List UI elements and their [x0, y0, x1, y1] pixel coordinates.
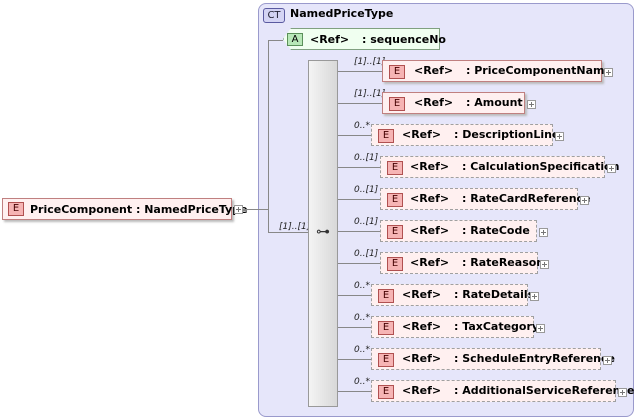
expand-icon[interactable] — [536, 324, 545, 333]
connector-line — [338, 103, 382, 104]
child-element[interactable] — [380, 156, 605, 178]
child-element[interactable] — [371, 348, 601, 370]
child-element[interactable] — [382, 92, 525, 114]
connector-line — [268, 40, 283, 41]
child-cardinality: 0..[1] — [354, 249, 379, 259]
expand-icon[interactable] — [539, 228, 548, 237]
child-cardinality: 0..[1] — [354, 185, 379, 195]
child-ref: <Ref> — [410, 256, 450, 269]
connector-line — [338, 199, 380, 200]
element-badge: E — [389, 97, 405, 111]
child-element[interactable] — [371, 284, 528, 306]
child-name: : TaxCategory — [454, 320, 540, 333]
connector-line — [338, 135, 371, 136]
child-ref: <Ref> — [402, 352, 442, 365]
connector-line — [338, 231, 380, 232]
child-cardinality: [1]..[1] — [354, 57, 386, 67]
connector-line — [338, 327, 371, 328]
connector-line — [338, 167, 380, 168]
child-ref: <Ref> — [402, 320, 442, 333]
child-name: : CalculationSpecification — [462, 160, 620, 173]
connector-line — [338, 359, 371, 360]
child-name: : Amount — [466, 96, 523, 109]
expand-icon[interactable] — [603, 356, 612, 365]
child-element[interactable] — [382, 60, 602, 82]
child-cardinality: [1]..[1] — [354, 89, 386, 99]
expand-icon[interactable] — [580, 196, 589, 205]
element-badge: E — [389, 65, 405, 79]
child-cardinality: 0..* — [354, 121, 370, 131]
child-element[interactable] — [371, 124, 553, 146]
connector-line — [268, 40, 269, 232]
child-element[interactable] — [380, 220, 537, 242]
child-ref: <Ref> — [402, 288, 442, 301]
child-name: : AdditionalServiceReference — [454, 384, 635, 397]
connector-line — [338, 263, 380, 264]
child-cardinality: 0..* — [354, 377, 370, 387]
element-badge: E — [387, 257, 403, 271]
attribute-badge: A — [287, 33, 303, 46]
child-name: : DescriptionLine — [454, 128, 560, 141]
child-ref: <Ref> — [414, 96, 454, 109]
connector-line — [338, 295, 371, 296]
child-name: : RateCardReference — [462, 192, 591, 205]
element-badge: E — [378, 385, 394, 399]
child-name: : RateReason — [462, 256, 545, 269]
expand-icon[interactable] — [618, 388, 627, 397]
expand-icon[interactable] — [234, 205, 243, 214]
root-element[interactable] — [2, 198, 232, 220]
child-element[interactable] — [380, 252, 538, 274]
element-badge: E — [378, 289, 394, 303]
element-badge: E — [387, 193, 403, 207]
complex-type-title: NamedPriceType — [290, 7, 394, 20]
expand-icon[interactable] — [540, 260, 549, 269]
expand-icon[interactable] — [527, 100, 536, 109]
child-name: : RateCode — [462, 224, 530, 237]
child-ref: <Ref> — [414, 64, 454, 77]
child-cardinality: 0..* — [354, 345, 370, 355]
connector-line — [243, 209, 268, 210]
connector-line — [268, 232, 308, 233]
element-badge: E — [378, 129, 394, 143]
expand-icon[interactable] — [607, 164, 616, 173]
sequence-icon: ⊶ — [316, 224, 330, 240]
child-cardinality: 0..[1] — [354, 217, 379, 227]
root-element-label: PriceComponent : NamedPriceType — [30, 203, 248, 216]
child-element[interactable] — [371, 316, 534, 338]
child-name: : RateDetails — [454, 288, 535, 301]
element-badge: E — [387, 161, 403, 175]
child-ref: <Ref> — [410, 160, 450, 173]
attribute-ref: <Ref> — [310, 33, 350, 46]
element-badge: E — [387, 225, 403, 239]
child-name: : ScheduleEntryReference — [454, 352, 615, 365]
child-cardinality: 0..* — [354, 313, 370, 323]
child-ref: <Ref> — [402, 128, 442, 141]
expand-icon[interactable] — [604, 68, 613, 77]
child-name: : PriceComponentName — [466, 64, 612, 77]
element-badge: E — [8, 202, 24, 216]
sequence-compositor[interactable] — [308, 60, 338, 407]
child-cardinality: 0..* — [354, 281, 370, 291]
element-badge: E — [378, 353, 394, 367]
child-ref: <Ref> — [410, 192, 450, 205]
expand-icon[interactable] — [530, 292, 539, 301]
child-element[interactable] — [380, 188, 578, 210]
attribute-name: : sequenceNo — [362, 33, 446, 46]
connector-line — [338, 391, 371, 392]
expand-icon[interactable] — [555, 132, 564, 141]
element-badge: E — [378, 321, 394, 335]
child-ref: <Ref> — [402, 384, 442, 397]
child-cardinality: 0..[1] — [354, 153, 379, 163]
attribute-sequenceNo[interactable] — [283, 28, 440, 50]
child-ref: <Ref> — [410, 224, 450, 237]
connector-line — [338, 71, 382, 72]
sequence-cardinality: [1]..[1] — [279, 222, 311, 232]
complex-type-badge: CT — [263, 8, 285, 23]
child-element[interactable] — [371, 380, 616, 402]
